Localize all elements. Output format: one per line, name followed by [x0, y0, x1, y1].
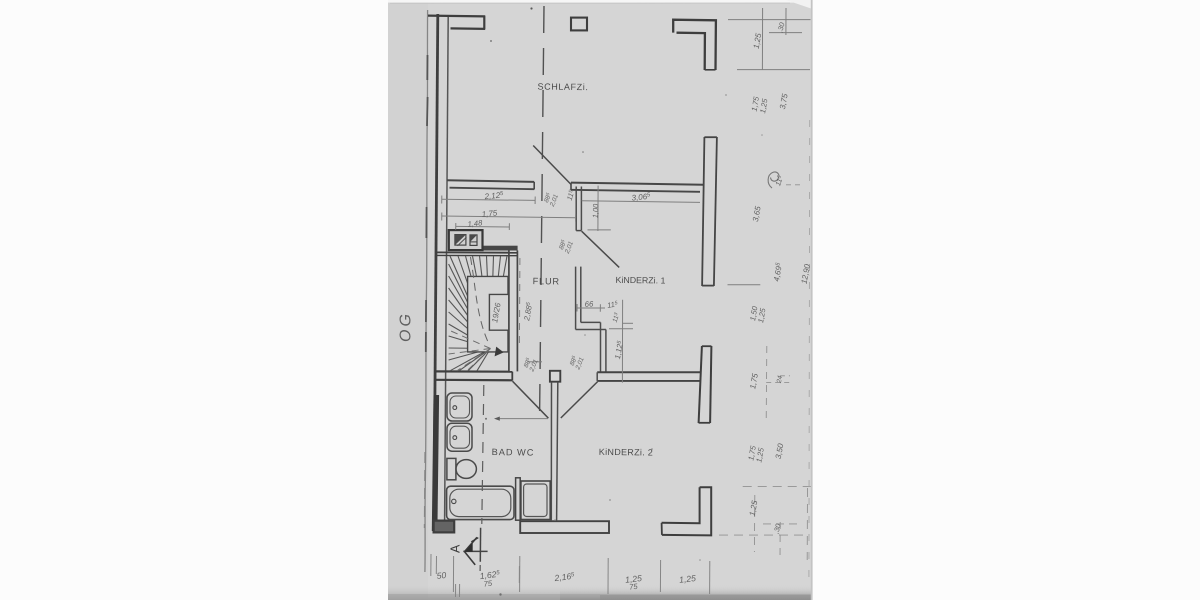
svg-text:3,065: 3,065	[631, 192, 651, 203]
svg-text:1,00: 1,00	[591, 203, 601, 219]
svg-text:4,695: 4,695	[772, 261, 784, 282]
svg-text:2,885: 2,885	[522, 301, 534, 322]
svg-text:1,25: 1,25	[625, 573, 643, 585]
svg-text:KiNDERZi. 2: KiNDERZi. 2	[599, 447, 653, 458]
svg-text:66: 66	[584, 299, 594, 308]
svg-text:2,165: 2,165	[553, 571, 576, 584]
svg-text:24: 24	[776, 375, 784, 385]
svg-text:,30: ,30	[771, 523, 782, 535]
svg-text:2,01: 2,01	[563, 240, 575, 255]
svg-text:SCHLAFZi.: SCHLAFZi.	[538, 81, 589, 92]
svg-text:885: 885	[542, 192, 553, 204]
svg-text:1,75: 1,75	[746, 444, 758, 461]
svg-text:115: 115	[606, 299, 618, 310]
svg-text:75: 75	[629, 582, 639, 592]
svg-text:885: 885	[557, 239, 568, 251]
svg-text:KiNDERZi. 1: KiNDERZi. 1	[616, 275, 666, 286]
svg-text:1,25: 1,25	[748, 499, 760, 516]
svg-text:1,25: 1,25	[758, 97, 770, 114]
svg-text:2,01: 2,01	[528, 358, 540, 373]
svg-text:2,125: 2,125	[483, 190, 504, 201]
svg-text:OG: OG	[398, 311, 415, 342]
svg-text:50: 50	[436, 570, 447, 581]
svg-text:115: 115	[565, 189, 577, 202]
svg-text:1,75: 1,75	[481, 208, 498, 219]
svg-text:BAD WC: BAD WC	[492, 447, 535, 458]
svg-text:113: 113	[611, 312, 621, 324]
svg-text:3,75: 3,75	[778, 93, 790, 110]
svg-text:1,25: 1,25	[679, 573, 697, 585]
svg-text:3,65: 3,65	[751, 205, 763, 222]
svg-text:1,50: 1,50	[748, 305, 760, 322]
svg-text:75: 75	[483, 579, 493, 589]
svg-text:885: 885	[568, 355, 579, 367]
svg-text:115: 115	[773, 174, 785, 187]
svg-text:A: A	[448, 544, 462, 553]
svg-text:1,48: 1,48	[467, 218, 483, 229]
svg-text:2,01: 2,01	[548, 193, 560, 208]
svg-text:3,50: 3,50	[774, 442, 786, 459]
svg-text:19/26: 19/26	[490, 302, 502, 324]
svg-text:1,25: 1,25	[752, 32, 764, 49]
svg-text:2,01: 2,01	[574, 356, 586, 371]
svg-text:1,625: 1,625	[479, 569, 501, 581]
svg-text:FLUR: FLUR	[533, 276, 560, 286]
svg-text:885: 885	[522, 357, 533, 369]
svg-text:1,75: 1,75	[750, 95, 762, 112]
svg-text:1,25: 1,25	[756, 307, 768, 324]
svg-text:1,25: 1,25	[754, 446, 766, 463]
svg-text:1,75: 1,75	[748, 372, 760, 389]
svg-text:1,125: 1,125	[613, 339, 625, 359]
svg-text:,30: ,30	[775, 22, 786, 34]
svg-text:12,90: 12,90	[800, 263, 812, 285]
